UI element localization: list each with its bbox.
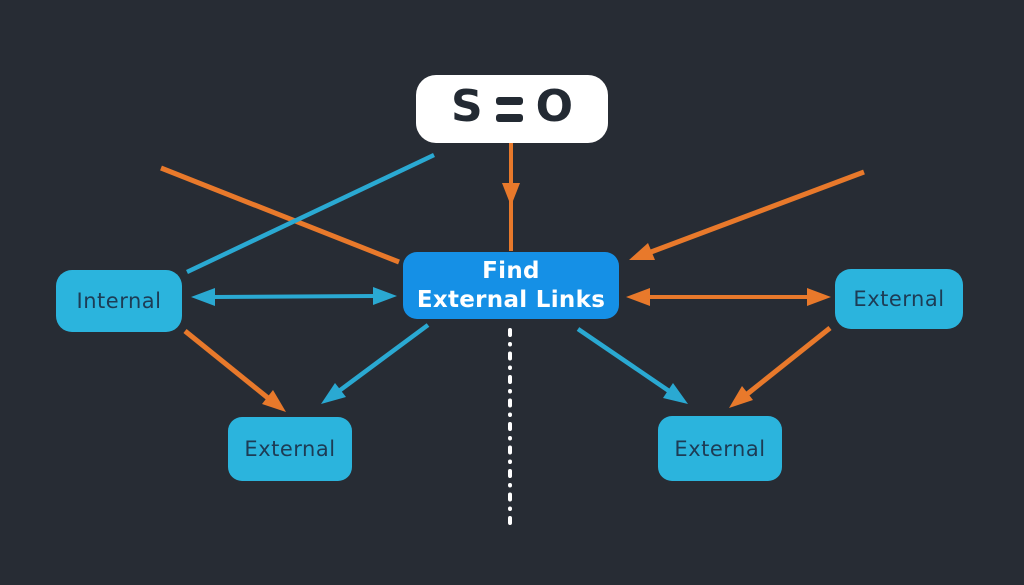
- node-center-label-line2: External Links: [416, 286, 606, 313]
- arrow-internal-to-bottomleft: [183, 329, 286, 412]
- arrowhead-downright-icon: [262, 390, 286, 412]
- arrowhead-downleft-icon: [321, 383, 346, 404]
- logo-letter-o: O: [535, 81, 574, 132]
- arrow-seo-to-center: [502, 143, 520, 251]
- node-external-bottom-right-label: External: [674, 436, 766, 461]
- node-external-bottom-left: External: [228, 417, 352, 481]
- arrow-external-to-bottomright: [729, 326, 832, 408]
- node-center-label-line1: Find: [482, 257, 540, 284]
- node-external-right: External: [835, 269, 963, 329]
- node-internal-label: Internal: [76, 289, 162, 313]
- arrowhead-downleft-icon: [729, 386, 753, 408]
- node-external-bottom-left-label: External: [244, 437, 336, 461]
- arrowhead-left-icon: [191, 288, 215, 306]
- arrowhead-right-icon: [807, 288, 831, 306]
- arrow-center-to-bottomright: [576, 327, 688, 404]
- arrowhead-downright-icon: [663, 383, 688, 404]
- logo-equals-icon: [495, 96, 523, 122]
- arrow-topright-to-center: [629, 169, 865, 260]
- arrow-center-external-bidirectional: [626, 288, 831, 306]
- node-find-external-links: Find External Links: [403, 252, 619, 319]
- arrowhead-right-icon: [373, 287, 397, 305]
- logo-letter-s: S: [450, 81, 483, 132]
- arrowhead-down-icon: [502, 183, 520, 206]
- arrowhead-downleft-icon: [629, 243, 655, 260]
- arrow-center-to-bottomleft: [321, 323, 430, 404]
- line-topleft-to-center: [160, 165, 400, 265]
- node-external-right-label: External: [853, 287, 945, 311]
- arrow-internal-center-bidirectional: [191, 287, 397, 306]
- node-external-bottom-right: External: [658, 416, 782, 481]
- node-internal: Internal: [56, 270, 182, 332]
- arrowhead-left-icon: [626, 288, 650, 306]
- line-internal-to-seo: [186, 152, 435, 275]
- seo-logo-box: S O: [416, 75, 608, 143]
